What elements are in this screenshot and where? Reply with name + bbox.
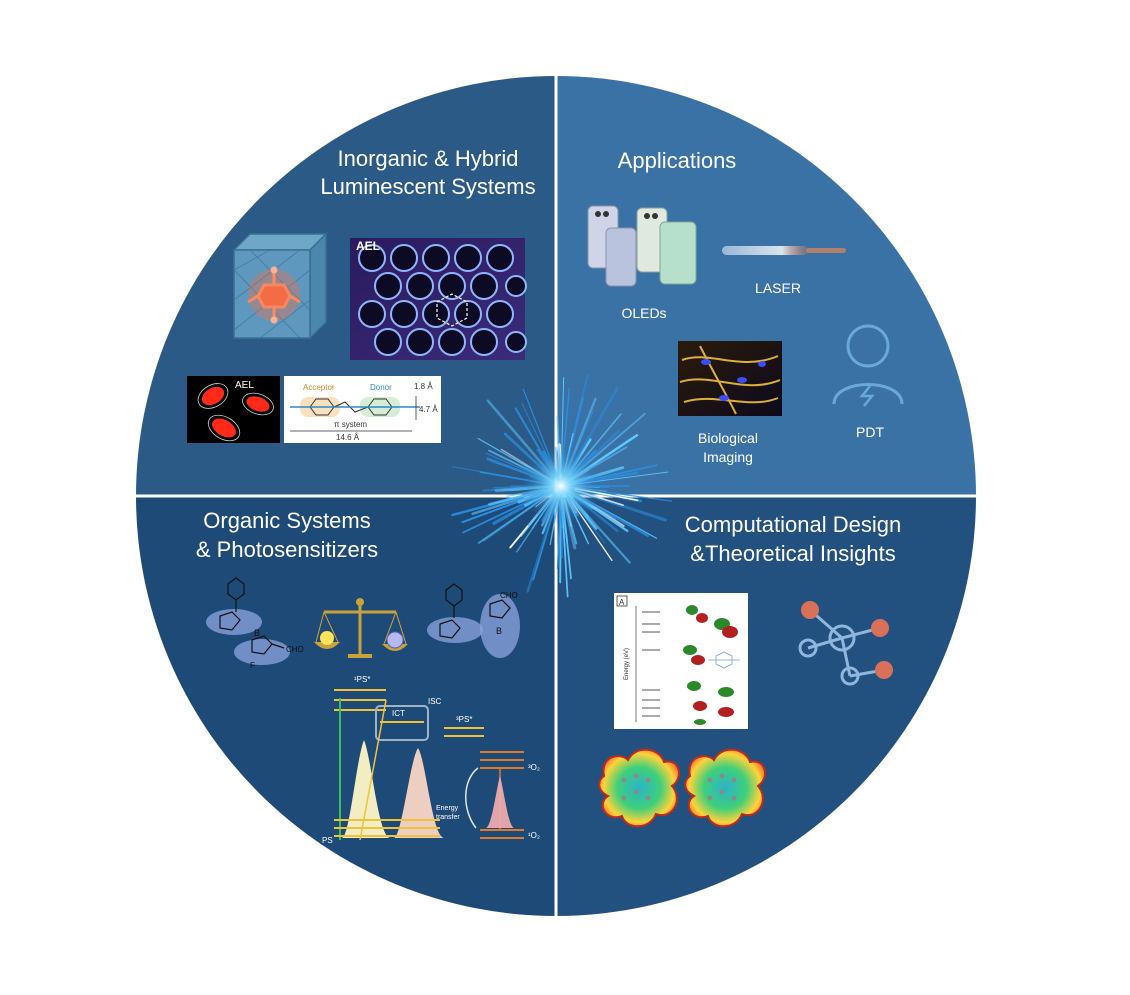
micrograph-label: AEL <box>235 380 254 391</box>
emission-micrograph: AEL <box>187 376 280 443</box>
applications-title: Applications <box>618 148 737 173</box>
bodipy-right-b-label: B <box>496 626 502 636</box>
t1-ps-label: ³PS* <box>456 715 472 724</box>
o2-triplet-label: ³O₂ <box>528 763 540 772</box>
laser-label: LASER <box>755 280 801 296</box>
o2-singlet-label: ¹O₂ <box>528 831 540 840</box>
esp-map-left <box>598 748 680 828</box>
burst-core <box>521 446 601 526</box>
pdt-label: PDT <box>856 424 884 440</box>
section-title-line1: Inorganic & Hybrid <box>338 146 519 171</box>
bodipy-b-label: B <box>254 628 260 638</box>
biological-imaging-image <box>678 341 782 416</box>
section-inorganic-hybrid: Inorganic & Hybrid Luminescent Systems <box>187 146 536 443</box>
isc-label: ISC <box>428 697 442 706</box>
s1-ps-label: ¹PS* <box>354 675 370 684</box>
height-label: 4.7 Å <box>419 405 438 414</box>
orbital-axis-label: Energy (eV) <box>624 648 630 680</box>
balance-scale-icon <box>314 598 408 658</box>
molecular-network-icon <box>798 601 893 686</box>
esp-map-right <box>684 748 766 828</box>
donor-label: Donor <box>370 383 392 392</box>
ict-label: ICT <box>392 709 405 718</box>
bodipy-structure-right: CHO B <box>427 583 520 658</box>
computational-title-line1: Computational Design <box>685 512 901 537</box>
oled-phones-icon <box>587 205 697 287</box>
pi-system-label: π system <box>334 420 367 429</box>
organic-title-line2: & Photosensitizers <box>196 537 378 562</box>
length-label: 14.6 Å <box>336 433 360 442</box>
section-organic-photosensitizers: Organic Systems & Photosensitizers B F C… <box>196 508 540 845</box>
energy-transfer-line2: transfer <box>436 814 460 821</box>
imaging-label-line2: Imaging <box>703 449 753 465</box>
jablonski-diagram: ¹PS* ICT ISC ³PS* PS Energy <box>322 675 540 845</box>
bodipy-f-label: F <box>250 661 255 670</box>
energy-transfer-line1: Energy <box>436 805 459 812</box>
acceptor-label: Acceptor <box>303 383 335 392</box>
donor-acceptor-molecule-card: Acceptor Donor π system 14.6 Å 4.7 Å 1.8… <box>284 376 441 443</box>
mof-pore-image: AEL <box>350 238 527 360</box>
mof-label: AEL <box>356 239 380 253</box>
section-computational: Computational Design &Theoretical Insigh… <box>598 512 901 828</box>
bodipy-cho-label: CHO <box>286 645 304 654</box>
orbital-panel-label: A <box>619 598 625 607</box>
section-applications: Applications OLEDs LASER <box>587 148 904 465</box>
bodipy-structure-left: B F CHO <box>206 577 304 670</box>
computational-title-line2: &Theoretical Insights <box>690 541 895 566</box>
offset-label: 1.8 Å <box>414 382 433 391</box>
ps-label: PS <box>322 836 333 845</box>
section-title-line2: Luminescent Systems <box>320 174 535 199</box>
bodipy-right-cho-label: CHO <box>500 591 518 600</box>
imaging-label-line1: Biological <box>698 430 758 446</box>
organic-title-line1: Organic Systems <box>203 508 371 533</box>
oleds-label: OLEDs <box>621 305 666 321</box>
laser-icon <box>722 246 846 255</box>
crystal-cube-icon <box>232 232 328 340</box>
orbital-energy-figure: A Energy (eV) <box>614 593 748 729</box>
pdt-person-icon <box>832 324 904 407</box>
